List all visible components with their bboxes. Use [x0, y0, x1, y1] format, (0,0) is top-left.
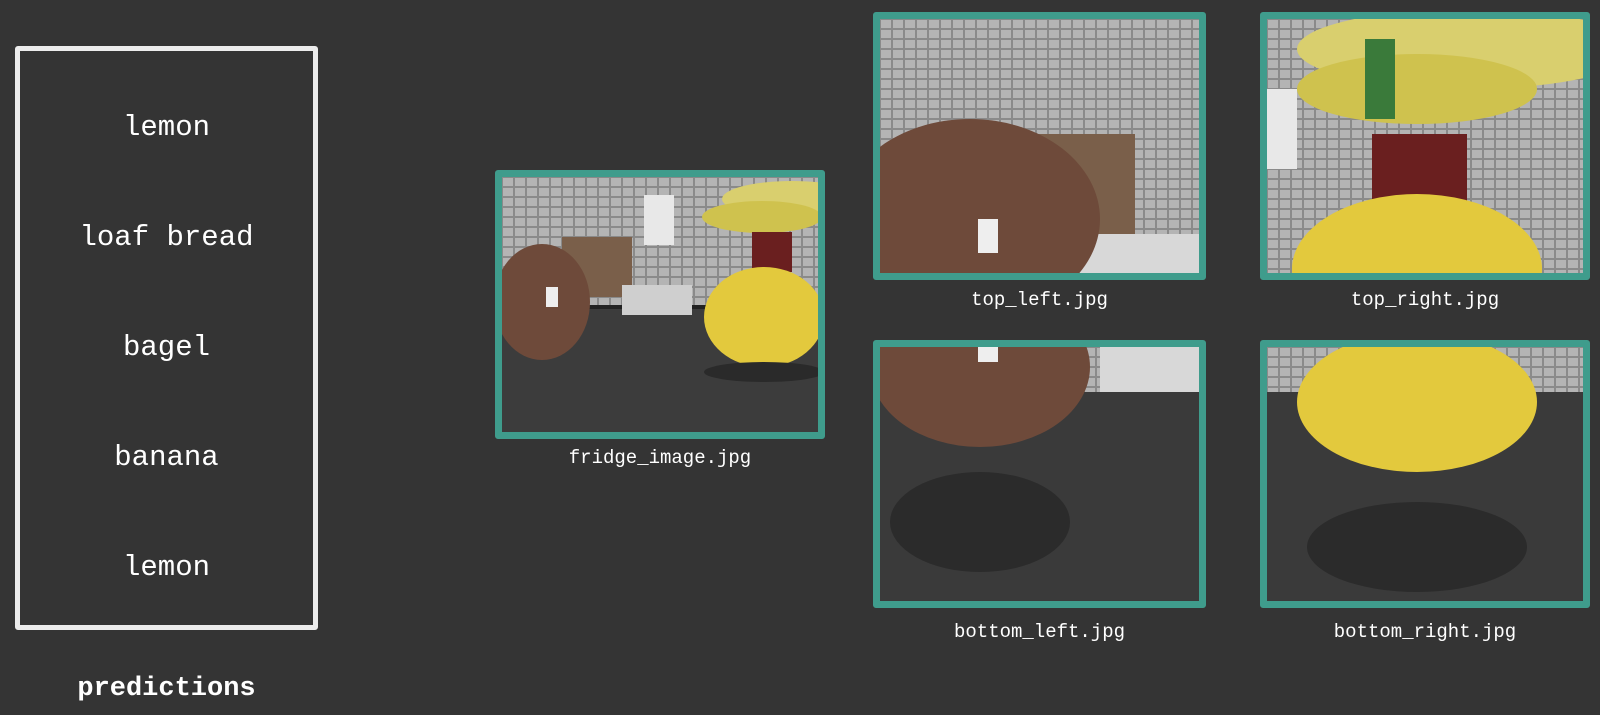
- bottom-right-filename: bottom_right.jpg: [1333, 621, 1517, 643]
- bottom-left-filename: bottom_left.jpg: [953, 621, 1126, 643]
- top-left-filename: top_left.jpg: [971, 289, 1108, 311]
- top-right-image: [1260, 12, 1590, 280]
- predictions-caption: predictions: [77, 674, 256, 704]
- prediction-item: bagel: [122, 331, 210, 364]
- top-left-image: [873, 12, 1206, 280]
- prediction-item: loaf bread: [79, 221, 254, 254]
- bottom-right-image: [1260, 340, 1590, 608]
- bottom-left-image: [873, 340, 1206, 608]
- prediction-item: lemon: [122, 111, 210, 144]
- prediction-item: lemon: [122, 551, 210, 584]
- fridge-image: [495, 170, 825, 439]
- fridge-image-filename: fridge_image.jpg: [568, 447, 752, 469]
- prediction-item: banana: [114, 441, 219, 474]
- predictions-panel: lemon loaf bread bagel banana lemon: [15, 46, 318, 630]
- top-right-filename: top_right.jpg: [1350, 289, 1500, 311]
